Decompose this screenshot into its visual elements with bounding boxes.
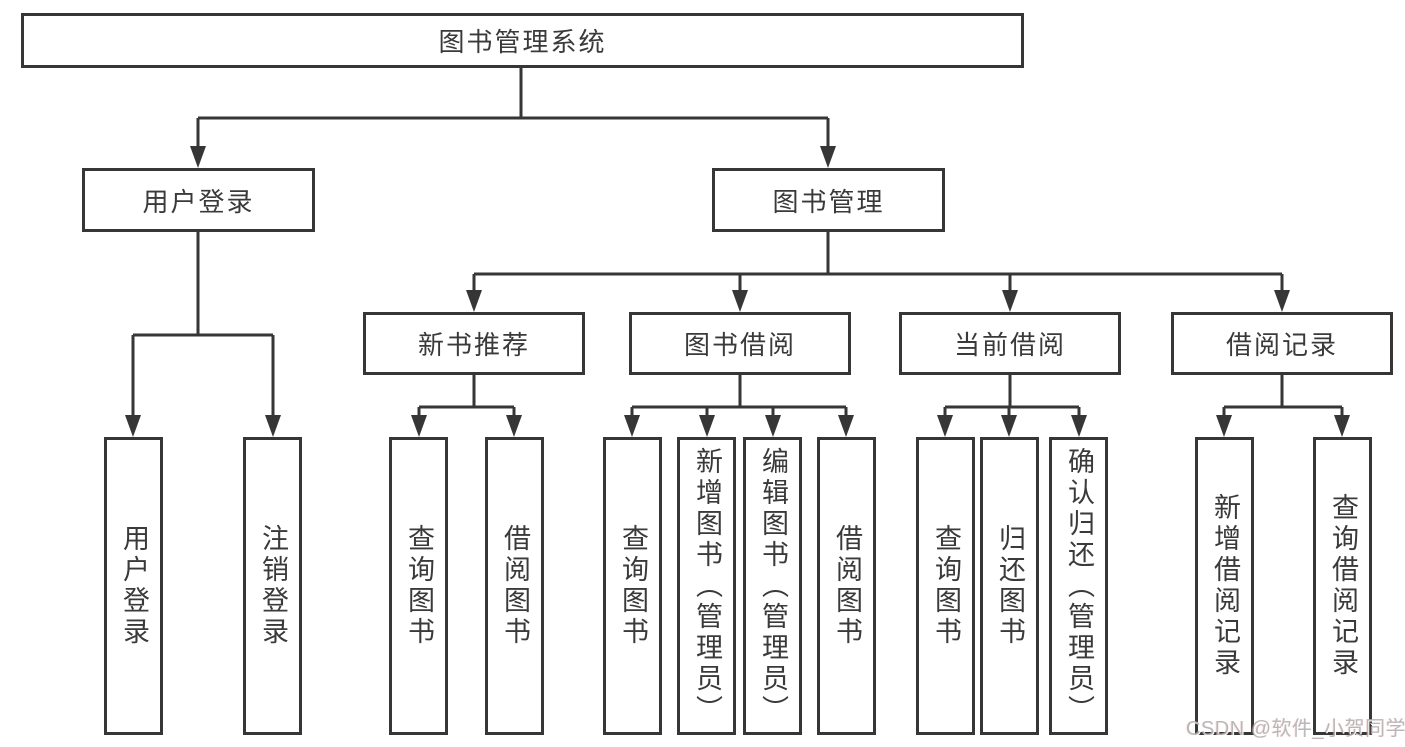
node-borrowing-records: 借阅记录 [1171,312,1393,375]
leaf-newrec-query-book: 查询图书 [389,437,448,735]
leaf-current-return-book: 归还图书 [980,437,1039,735]
node-user-login: 用户登录 [82,168,315,232]
leaf-current-confirm-return-admin: 确认归还（管理员） [1049,437,1108,735]
connector-newrec-to-leaves [417,375,516,416]
leaf-borrowing-borrow-book: 借阅图书 [817,437,876,735]
connector-newrec-arrowheads [411,415,522,437]
leaf-current-query-book: 查询图书 [916,437,975,735]
connector-book-mgmt-arrowheads [466,290,1290,312]
csdn-watermark: CSDN @软件_小贺同学 [1186,718,1405,740]
leaf-borrowing-add-book-admin: 新增图书（管理员） [677,437,736,735]
connector-current-arrowheads [937,415,1087,437]
leaf-records-query-record: 查询借阅记录 [1313,437,1372,735]
node-current-borrowing: 当前借阅 [899,312,1121,375]
connector-root-to-level2 [196,68,830,147]
leaf-logout-login: 注销登录 [243,437,302,735]
connector-current-to-leaves [943,375,1081,416]
connector-root-arrowheads [190,146,836,168]
connector-records-to-leaves [1222,375,1344,416]
connector-book-mgmt-to-level3 [472,232,1284,291]
leaf-records-add-record: 新增借阅记录 [1195,437,1254,735]
leaf-borrowing-query-book: 查询图书 [603,437,662,735]
leaf-newrec-borrow-book: 借阅图书 [485,437,544,735]
connector-user-login-to-leaves [131,232,275,416]
connector-borrow-to-leaves [630,375,848,416]
node-library-system: 图书管理系统 [21,13,1024,68]
node-new-book-recommend: 新书推荐 [363,312,585,375]
leaf-user-login: 用户登录 [104,437,163,735]
connector-borrow-arrowheads [624,415,854,437]
leaf-borrowing-edit-book-admin: 编辑图书（管理员） [743,437,802,735]
node-book-management: 图书管理 [712,168,945,232]
connector-records-arrowheads [1216,415,1350,437]
connector-user-login-arrowheads [125,415,281,437]
node-book-borrowing: 图书借阅 [629,312,851,375]
